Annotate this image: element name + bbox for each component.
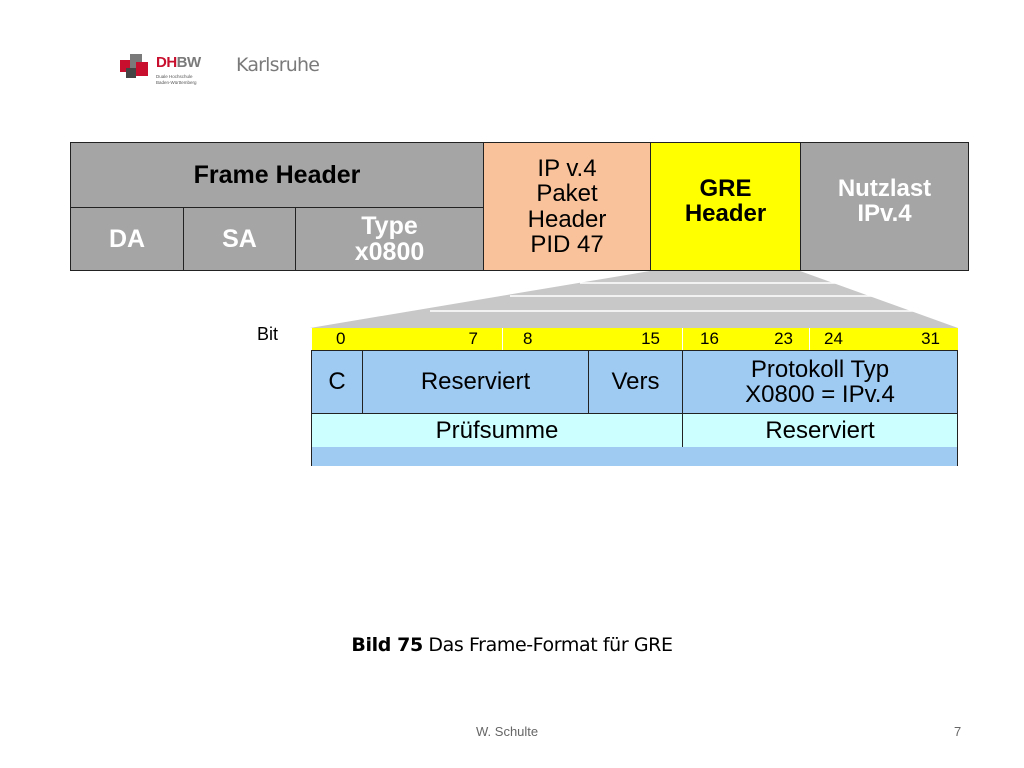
ip-label-line3: Header bbox=[527, 205, 607, 233]
dhbw-logo-icon bbox=[120, 54, 148, 78]
ip-label-line4: PID 47 bbox=[530, 230, 604, 258]
payload-label-line1: Nutzlast bbox=[837, 175, 932, 202]
bit-range-16-23: 16 23 bbox=[682, 328, 809, 350]
protocol-type-line2: X0800 = IPv.4 bbox=[745, 381, 895, 408]
bit-number: 16 bbox=[700, 329, 719, 348]
version-field-label: Vers bbox=[611, 368, 660, 396]
checksum-field: Prüfsumme bbox=[311, 413, 683, 448]
payload-cell: Nutzlast IPv.4 bbox=[800, 142, 969, 271]
bit-number: 15 bbox=[641, 329, 660, 348]
payload-label-line2: IPv.4 bbox=[857, 200, 912, 228]
frame-header-cell: Frame Header bbox=[70, 142, 484, 208]
frame-header-label: Frame Header bbox=[193, 160, 361, 189]
bit-number: 8 bbox=[523, 329, 533, 348]
gre-label-line1: GRE bbox=[699, 175, 752, 202]
protocol-type-field: Protokoll Typ X0800 = IPv.4 bbox=[682, 350, 958, 414]
bit-label: Bit bbox=[257, 324, 279, 344]
gre-header-cell: GRE Header bbox=[650, 142, 801, 271]
footer-page-number: 7 bbox=[954, 724, 962, 739]
version-field: Vers bbox=[588, 350, 683, 414]
bit-number: 23 bbox=[774, 329, 793, 348]
payload-continuation-row bbox=[311, 447, 958, 466]
reserved-field-2: Reserviert bbox=[682, 413, 958, 448]
reserved-field-1: Reserviert bbox=[362, 350, 589, 414]
bit-range-8-15: 8 15 bbox=[502, 328, 682, 350]
type-label-line2: x0800 bbox=[354, 238, 425, 266]
ip-label-line1: IP v.4 bbox=[537, 155, 597, 183]
gre-label-line2: Header bbox=[684, 200, 767, 228]
ip-label-line2: Paket bbox=[536, 180, 598, 208]
reserved-field-1-label: Reserviert bbox=[420, 368, 531, 396]
dhbw-logo: DHBW Duale Hochschule Baden-Württemberg … bbox=[118, 48, 328, 92]
footer-author: W. Schulte bbox=[476, 724, 539, 739]
figure-caption-text: Das Frame-Format für GRE bbox=[422, 634, 673, 656]
logo-subtitle-2: Baden-Württemberg bbox=[156, 80, 197, 85]
sa-cell: SA bbox=[183, 207, 296, 271]
c-field: C bbox=[311, 350, 363, 414]
logo-city: Karlsruhe bbox=[236, 54, 320, 76]
type-cell: Type x0800 bbox=[295, 207, 484, 271]
protocol-type-line1: Protokoll Typ bbox=[750, 355, 890, 383]
reserved-field-2-label: Reserviert bbox=[765, 416, 875, 444]
da-label: DA bbox=[108, 224, 146, 253]
logo-brand: DHBW bbox=[156, 54, 201, 71]
figure-caption-label: Bild 75 bbox=[351, 634, 423, 656]
checksum-field-label: Prüfsumme bbox=[435, 416, 559, 444]
bit-number: 24 bbox=[824, 329, 843, 348]
bit-number: 7 bbox=[468, 329, 478, 348]
c-field-label: C bbox=[328, 368, 346, 396]
type-label-line1: Type bbox=[361, 211, 418, 240]
bit-range-0-7: 0 7 bbox=[311, 328, 502, 350]
logo-subtitle-1: Duale Hochschule bbox=[156, 74, 193, 79]
figure-caption: Bild 75 Das Frame-Format für GRE bbox=[0, 634, 1024, 656]
bit-number: 31 bbox=[921, 329, 940, 348]
bit-range-24-31: 24 31 bbox=[809, 328, 958, 350]
bit-number: 0 bbox=[336, 329, 346, 348]
sa-label: SA bbox=[222, 224, 257, 253]
